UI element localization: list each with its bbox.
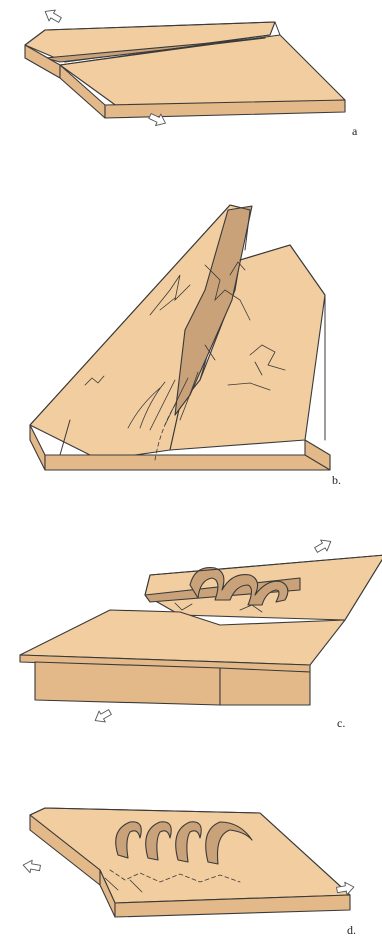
- panel-c-block: [20, 555, 382, 705]
- panel-label-a: a: [352, 124, 357, 139]
- panel-c-arrow-top: [313, 536, 334, 555]
- panel-label-b: b.: [332, 473, 341, 488]
- panel-label-d: d.: [347, 923, 356, 938]
- panel-a-arrow-top: [42, 6, 63, 25]
- panel-a-block: [25, 22, 345, 118]
- panel-d-block: [30, 808, 350, 917]
- panel-label-c: c.: [337, 716, 345, 731]
- panel-d-arrow-left: [22, 859, 41, 874]
- panel-c-arrow-bottom: [92, 707, 113, 726]
- panel-b-block: [30, 205, 330, 470]
